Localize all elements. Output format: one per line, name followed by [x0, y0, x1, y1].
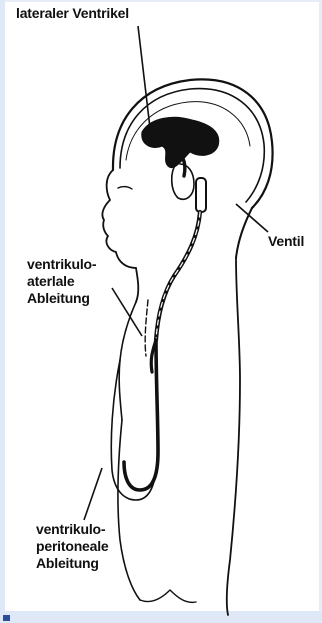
face-profile — [102, 170, 136, 268]
label-ventriculoatrial: ventrikulo- aterlale Ableitung — [27, 256, 96, 307]
label-valve: Ventil — [268, 233, 304, 250]
leader-ventriculoperitoneal — [84, 468, 102, 520]
label-lateral-ventricle: lateraler Ventrikel — [16, 5, 129, 22]
back-outline — [227, 258, 240, 615]
lateral-ventricle — [142, 117, 219, 167]
ear — [172, 164, 194, 199]
shunt-tube-upper — [156, 212, 200, 340]
label-ventriculoperitoneal: ventrikulo- peritoneale Ableitung — [36, 521, 109, 572]
peritoneal-branch — [124, 340, 158, 490]
valve — [196, 178, 206, 212]
